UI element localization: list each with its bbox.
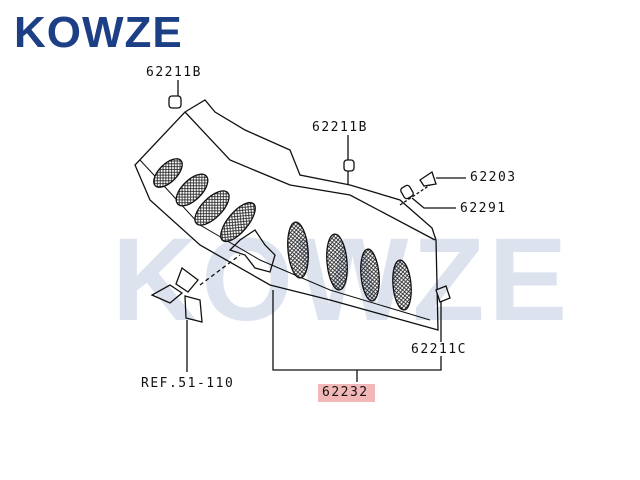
grille-slot xyxy=(392,259,412,311)
grille-slot xyxy=(360,248,380,302)
label-62211c: 62211C xyxy=(411,342,467,357)
clip-icon-bottom-right xyxy=(435,285,451,342)
assembly-bracket xyxy=(272,290,442,382)
label-ref-51-110: REF.51-110 xyxy=(141,376,235,391)
bolt-icon-top-left xyxy=(168,80,182,109)
label-62232: 62232 xyxy=(318,384,375,402)
grille-slot xyxy=(194,190,230,226)
emblem-icon xyxy=(150,266,203,323)
grille-slot xyxy=(220,201,256,243)
screw-icon-right xyxy=(400,184,456,209)
clip-icon-right xyxy=(399,170,466,206)
grille-slot xyxy=(153,158,183,188)
label-62211b-center: 62211B xyxy=(312,120,368,135)
label-62291: 62291 xyxy=(460,201,507,216)
grille-slot xyxy=(175,173,209,207)
label-62203: 62203 xyxy=(470,170,517,185)
grille-body xyxy=(134,99,439,331)
brand-logo: KOWZE xyxy=(14,8,183,57)
grille-slot xyxy=(326,233,348,291)
bolt-icon-center xyxy=(343,135,355,185)
grille-slots xyxy=(153,158,412,311)
grille-upper-edge xyxy=(184,111,436,241)
label-62211b-top: 62211B xyxy=(146,65,202,80)
grille-slot xyxy=(287,221,309,279)
grille-emblem xyxy=(228,229,276,273)
emblem-dashed-leader xyxy=(199,254,241,286)
